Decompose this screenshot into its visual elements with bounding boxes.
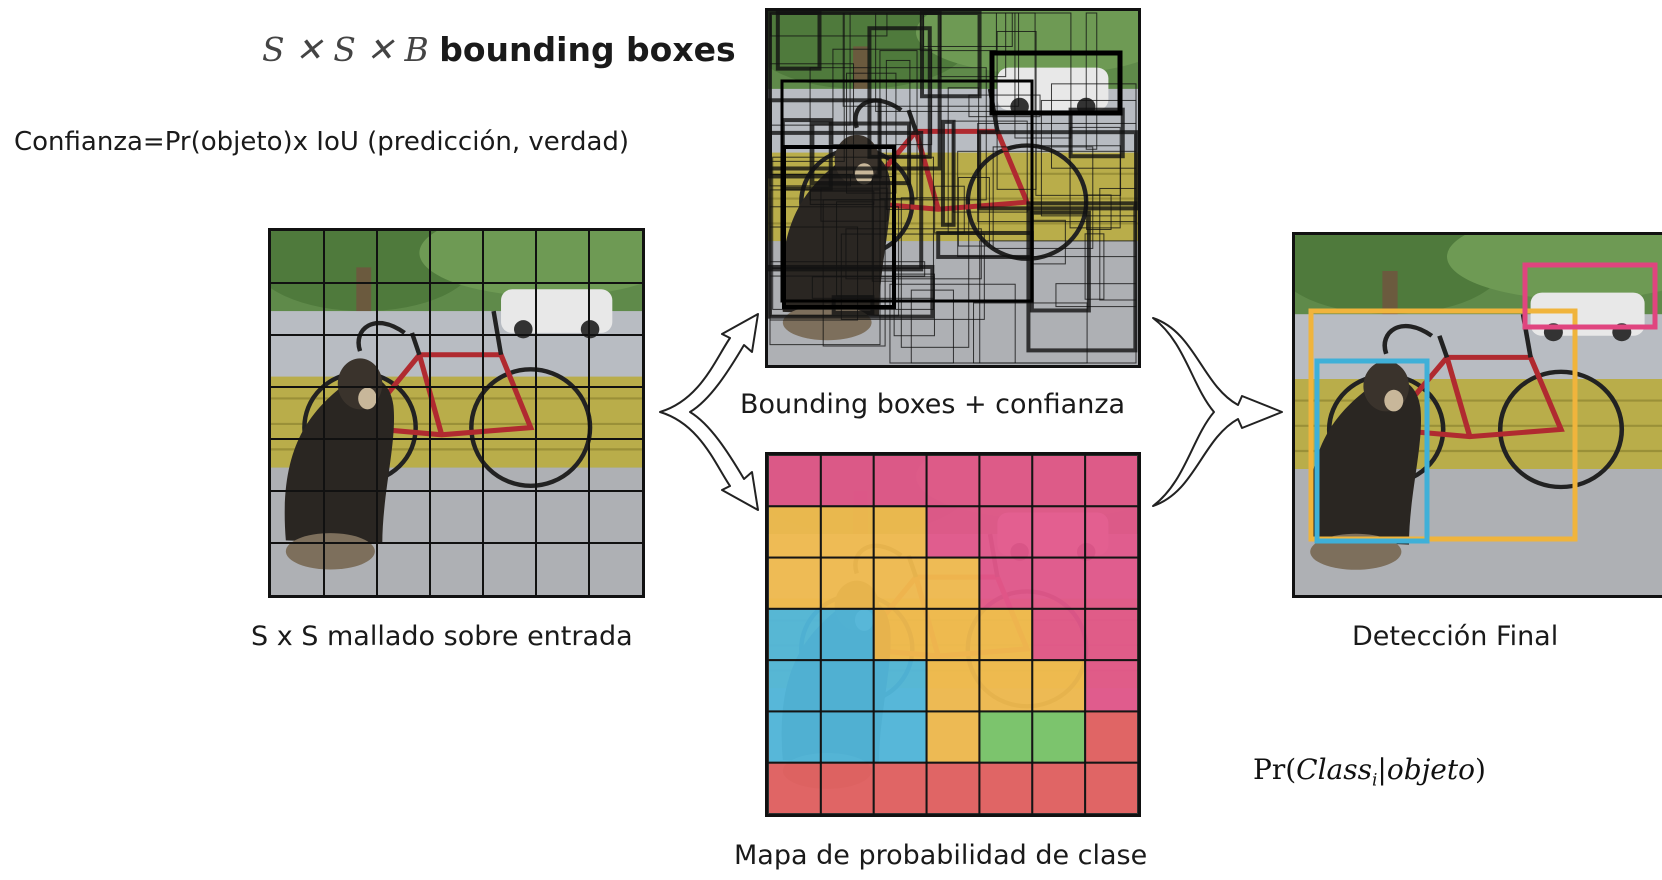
- final-bike-box: [1308, 308, 1578, 542]
- final-car-box: [1522, 262, 1658, 330]
- bounding-box: [832, 48, 933, 146]
- caption-final-detection: Detección Final: [1352, 621, 1559, 652]
- class-cell: [872, 761, 928, 814]
- formula-sub: i: [1371, 770, 1378, 791]
- confidence-formula: Confianza=Pr(objeto)x IoU (predicción, v…: [14, 127, 630, 157]
- bounding-box: [769, 189, 881, 346]
- bounding-box: [1026, 201, 1138, 353]
- bounding-box: [923, 12, 1013, 47]
- class-cell: [872, 659, 928, 713]
- input-grid-image: [268, 228, 645, 598]
- bounding-box: [1085, 12, 1098, 150]
- bounding-box: [810, 121, 912, 186]
- class-map-cells: [768, 455, 1138, 814]
- final-detection-image: [1292, 232, 1662, 598]
- class-cell: [1084, 607, 1138, 662]
- merge-arrow-icon: [1152, 317, 1283, 507]
- class-cell: [1031, 607, 1087, 662]
- bounding-box: [940, 119, 956, 227]
- class-probability-map: [765, 452, 1141, 817]
- class-cell: [925, 556, 981, 610]
- class-cell: [978, 761, 1034, 814]
- formula-post: ): [1475, 753, 1486, 786]
- caption-input-grid: S x S mallado sobre entrada: [251, 621, 633, 652]
- bounding-box: [809, 67, 987, 201]
- bounding-box: [900, 197, 970, 348]
- class-cell: [1084, 710, 1138, 764]
- bounding-box: [845, 228, 982, 280]
- bounding-box: [1035, 145, 1122, 196]
- heading: S ✕ S ✕ B bounding boxes: [262, 30, 736, 69]
- formula-class: Class: [1296, 753, 1372, 786]
- bounding-boxes-overlay: [768, 11, 1138, 364]
- bounding-box: [1014, 12, 1072, 139]
- class-cell: [819, 659, 875, 713]
- class-cell: [1031, 556, 1087, 610]
- class-cell: [978, 455, 1034, 508]
- class-cell: [925, 505, 981, 559]
- bounding-box: [889, 283, 1016, 364]
- bounding-box: [769, 63, 855, 175]
- bounding-box: [782, 145, 896, 309]
- class-cell: [819, 761, 875, 814]
- class-cell: [925, 659, 981, 713]
- class-cell: [978, 505, 1034, 559]
- heading-bold: bounding boxes: [439, 30, 736, 69]
- formula-object: objeto: [1386, 753, 1475, 786]
- class-cell: [1031, 710, 1087, 764]
- class-cell: [1084, 505, 1138, 559]
- bounding-boxes-image: [765, 8, 1141, 368]
- bounding-box: [957, 176, 990, 247]
- split-arrow-icon: [659, 313, 759, 511]
- class-cell: [768, 761, 822, 814]
- caption-class-map: Mapa de probabilidad de clase: [734, 840, 1148, 871]
- bounding-box: [1084, 233, 1105, 300]
- formula-bar: |: [1377, 753, 1387, 786]
- caption-bounding-boxes: Bounding boxes + confianza: [740, 389, 1126, 420]
- class-cell: [1084, 455, 1138, 508]
- class-cell: [819, 556, 875, 610]
- bounding-box: [989, 50, 1123, 116]
- class-cell: [925, 761, 981, 814]
- class-cell: [872, 607, 928, 662]
- formula-pre: Pr(: [1253, 753, 1297, 786]
- class-cell: [819, 607, 875, 662]
- class-probability-formula: Pr(Classi|objeto): [1253, 753, 1486, 791]
- class-cell: [768, 710, 822, 764]
- bounding-box: [977, 130, 1138, 211]
- bounding-box: [992, 146, 1094, 249]
- bounding-box: [846, 72, 897, 194]
- bounding-box: [996, 30, 1037, 190]
- class-cell: [1031, 761, 1087, 814]
- class-cell: [925, 607, 981, 662]
- bounding-box: [879, 50, 918, 200]
- class-cell: [768, 505, 822, 559]
- class-cell: [1084, 556, 1138, 610]
- heading-math: S ✕ S ✕ B: [262, 30, 429, 69]
- final-dog-box: [1314, 358, 1430, 544]
- grid-overlay: [271, 231, 642, 595]
- bounding-box: [840, 233, 985, 320]
